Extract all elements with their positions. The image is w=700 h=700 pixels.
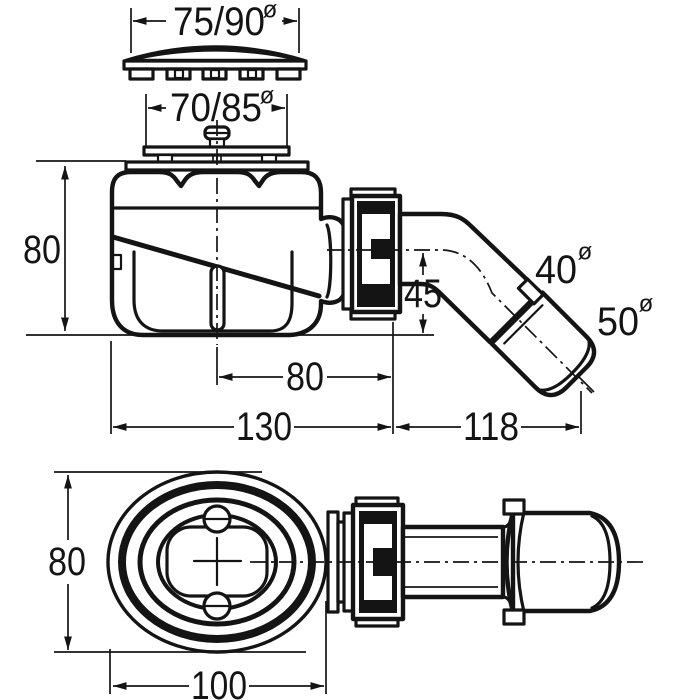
- compression-nut-side: [341, 187, 403, 321]
- label-50-dia: 50 ø: [597, 291, 654, 345]
- dim-plan-100: 100: [113, 664, 324, 700]
- pipe-centerline: [327, 249, 593, 394]
- screw-bottom: [202, 591, 232, 621]
- screw-top: [202, 504, 232, 534]
- extension-lines-plan: [54, 471, 327, 694]
- dim-80: 80: [219, 355, 391, 399]
- dim-130: 130: [113, 405, 391, 449]
- dim-118-text: 118: [463, 405, 519, 449]
- dim-plan-80-text: 80: [48, 540, 86, 584]
- dim-45: 45: [404, 253, 442, 333]
- dim-130-text: 130: [236, 405, 292, 449]
- dim-flange-dia: ø: [260, 83, 275, 110]
- dim-cover-dia: ø: [263, 0, 278, 24]
- dim-plan-100-text: 100: [191, 664, 247, 700]
- label-40-dia: 40 ø: [535, 239, 593, 293]
- dim-height-text: 80: [23, 228, 61, 272]
- label-40-dia-symbol: ø: [578, 239, 593, 266]
- cap-feet: [128, 67, 302, 81]
- dim-45-text: 45: [404, 272, 442, 316]
- label-40-text: 40: [535, 248, 577, 292]
- label-50-text: 50: [597, 300, 639, 344]
- cover-cap: [122, 45, 308, 81]
- dim-height-80: 80: [23, 166, 69, 331]
- trap-body: [109, 169, 347, 338]
- dim-cover: 75/90 ø: [133, 0, 297, 44]
- waste-cover-plan: [165, 504, 269, 621]
- dim-80-text: 80: [286, 355, 324, 399]
- dim-flange: 70/85 ø: [148, 83, 285, 130]
- dim-118: 118: [396, 405, 579, 449]
- dim-cover-text: 75/90: [173, 0, 265, 44]
- label-50-dia-symbol: ø: [639, 291, 654, 318]
- dim-plan-80: 80: [48, 475, 86, 650]
- side-view: 75/90 ø 70/85 ø 80 45 40 ø 50 ø: [23, 0, 654, 449]
- plan-view: 80 100: [48, 470, 648, 700]
- dim-flange-text: 70/85: [170, 86, 262, 130]
